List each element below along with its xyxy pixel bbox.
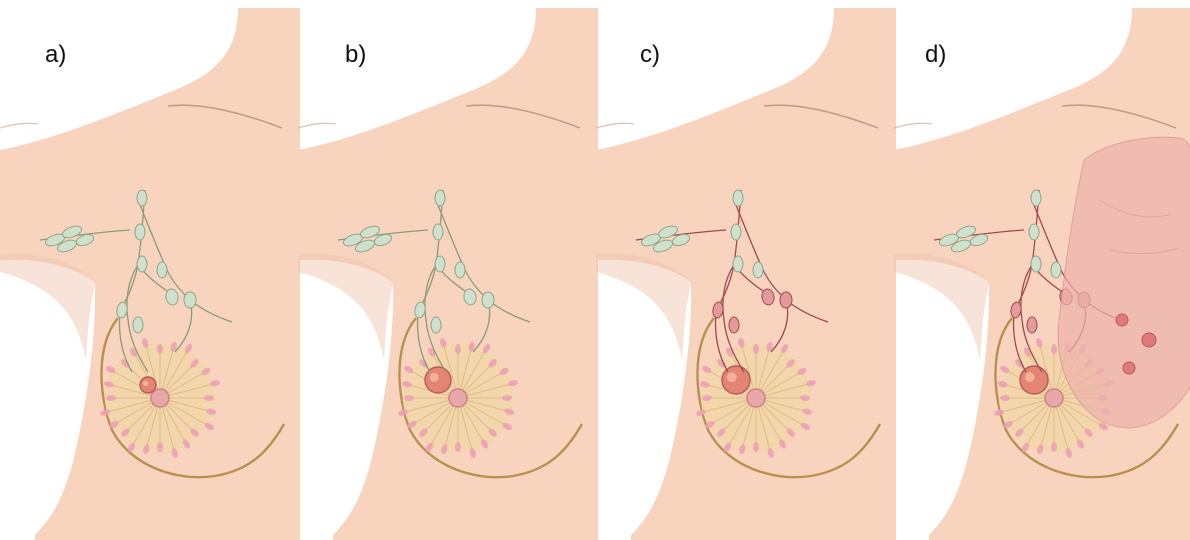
- shoulder-crease: [0, 123, 38, 128]
- lobule: [455, 442, 461, 452]
- lymph-node: [733, 256, 743, 272]
- lymph-node: [435, 190, 445, 206]
- torso-figure: [596, 8, 896, 540]
- torso-figure: [298, 8, 598, 540]
- lymph-node: [482, 292, 494, 308]
- lymph-node: [184, 292, 196, 308]
- torso-figure: [0, 8, 300, 540]
- tumor: [140, 377, 156, 393]
- tumor-highlight: [430, 373, 439, 382]
- nipple-areola: [151, 389, 169, 407]
- lymph-node: [157, 262, 167, 278]
- shoulder-crease: [894, 123, 932, 128]
- lobule: [157, 442, 163, 452]
- panel-label: a): [45, 41, 66, 68]
- metastatic-nodule: [1116, 314, 1128, 326]
- lymph-node: [135, 224, 145, 240]
- lymph-node: [137, 256, 147, 272]
- tumor-highlight: [1025, 372, 1035, 382]
- lobule: [1051, 442, 1057, 452]
- lobule: [753, 344, 759, 354]
- lobule: [1000, 395, 1010, 401]
- lymph-node: [1031, 256, 1041, 272]
- nipple-areola: [1045, 389, 1063, 407]
- lymph-node: [455, 262, 465, 278]
- lymph-node: [733, 190, 743, 206]
- lymph-node: [133, 317, 143, 333]
- lymph-node: [1051, 262, 1061, 278]
- lobule: [1051, 344, 1057, 354]
- torso-figure: [894, 8, 1190, 540]
- affected-lymph-node: [780, 292, 792, 308]
- lobule: [455, 344, 461, 354]
- lobule: [800, 395, 810, 401]
- shoulder-crease: [298, 123, 336, 128]
- panel-label: d): [925, 41, 946, 68]
- lymph-node: [753, 262, 763, 278]
- panel-d: d): [894, 8, 1190, 540]
- shoulder-crease: [596, 123, 634, 128]
- lymph-node: [1031, 190, 1041, 206]
- affected-lymph-node: [1027, 317, 1037, 333]
- panel-a: a): [0, 8, 300, 540]
- nipple-areola: [449, 389, 467, 407]
- lobule: [502, 395, 512, 401]
- affected-lymph-node: [729, 317, 739, 333]
- lymph-node: [1029, 224, 1039, 240]
- tumor: [722, 366, 750, 394]
- tumor-highlight: [727, 372, 737, 382]
- lobule: [157, 344, 163, 354]
- lymph-node: [433, 224, 443, 240]
- panel-c: c): [596, 8, 896, 540]
- panel-label: b): [345, 41, 366, 68]
- lobule: [404, 395, 414, 401]
- lymph-node: [431, 317, 441, 333]
- lobule: [204, 395, 214, 401]
- metastatic-nodule: [1123, 362, 1135, 374]
- lobule: [702, 395, 712, 401]
- tumor-highlight: [143, 381, 149, 387]
- lymph-node: [435, 256, 445, 272]
- panel-b: b): [298, 8, 598, 540]
- lobule: [106, 395, 116, 401]
- lymph-node: [731, 224, 741, 240]
- metastatic-nodule: [1142, 333, 1156, 347]
- tumor: [1020, 366, 1048, 394]
- lymph-node: [137, 190, 147, 206]
- lobule: [753, 442, 759, 452]
- nipple-areola: [747, 389, 765, 407]
- panel-label: c): [640, 41, 660, 68]
